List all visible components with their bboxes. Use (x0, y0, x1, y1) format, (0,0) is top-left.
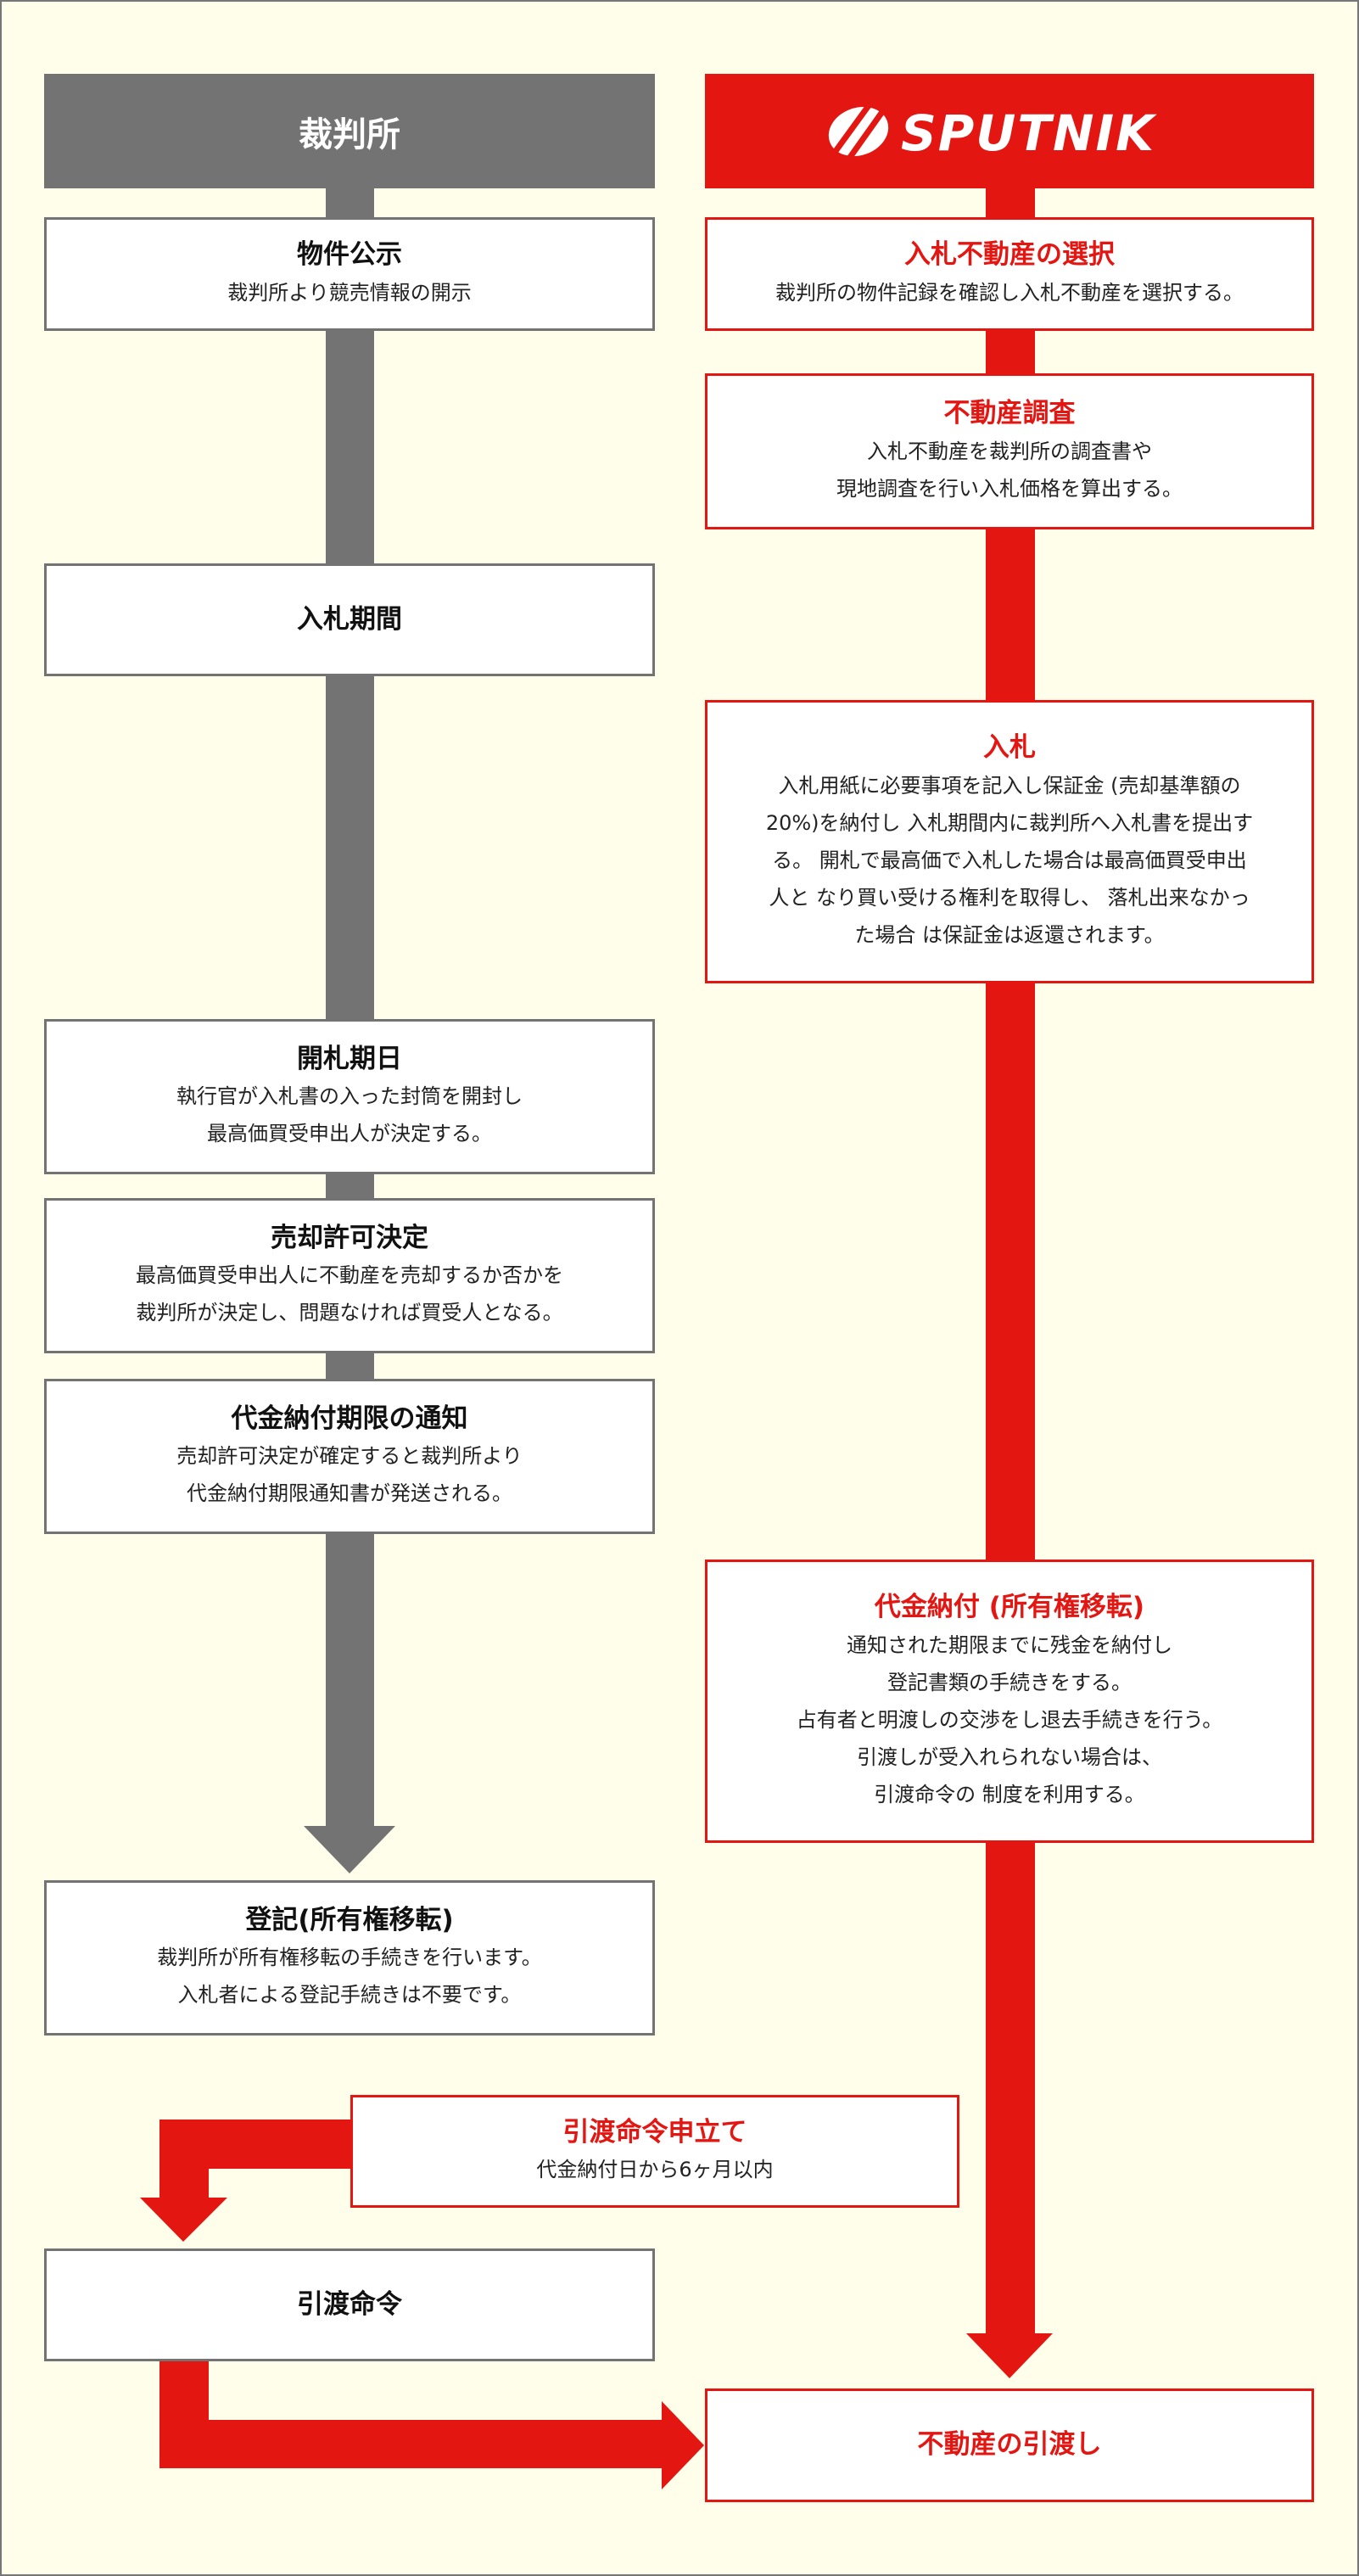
step-desc: 占有者と明渡しの交渉をし退去手続きを行う。 (796, 1707, 1223, 1732)
step-desc: 引渡しが受入れられない場合は、 (857, 1744, 1162, 1769)
court-step-delivery-order: 引渡命令 (44, 2248, 655, 2361)
step-desc: 通知された期限までに残金を納付し (847, 1632, 1172, 1657)
step-desc: 代金納付日から6ヶ月以内 (536, 2158, 774, 2182)
step-desc: 代金納付期限通知書が発送される。 (187, 1481, 512, 1506)
brand-step-select-property: 入札不動産の選択 裁判所の物件記録を確認し入札不動産を選択する。 (705, 217, 1314, 331)
step-title: 代金納付期限の通知 (231, 1403, 468, 1434)
court-header: 裁判所 (44, 74, 655, 188)
step-title: 引渡命令申立て (562, 2116, 747, 2148)
step-title: 開札期日 (297, 1043, 402, 1074)
step-desc: 人と なり買い受ける権利を取得し、 落札出来なかっ (769, 885, 1250, 910)
court-step-sale-permission: 売却許可決定 最高価買受申出人に不動産を売却するか否かを 裁判所が決定し、問題な… (44, 1198, 655, 1353)
court-arrowhead (304, 1826, 395, 1873)
brand-step-payment: 代金納付 (所有権移転) 通知された期限までに残金を納付し 登記書類の手続きをす… (705, 1560, 1314, 1843)
step-title: 代金納付 (所有権移転) (874, 1592, 1145, 1623)
step-desc: 入札用紙に必要事項を記入し保証金 (売却基準額の (778, 773, 1241, 798)
brand-step-property-survey: 不動産調査 入札不動産を裁判所の調査書や 現地調査を行い入札価格を算出する。 (705, 373, 1314, 529)
step-desc: 裁判所の物件記録を確認し入札不動産を選択する。 (775, 280, 1244, 305)
step-title: 入札期間 (297, 603, 402, 635)
step-title: 不動産調査 (943, 398, 1076, 429)
brand-header: SPUTNIK (705, 74, 1314, 188)
step-desc: 引渡命令の 制度を利用する。 (874, 1782, 1145, 1806)
step-desc: 入札不動産を裁判所の調査書や (867, 439, 1152, 463)
court-header-label: 裁判所 (299, 115, 400, 154)
step-desc: 裁判所が決定し、問題なければ買受人となる。 (136, 1301, 563, 1325)
step-title: 入札不動産の選択 (904, 239, 1115, 271)
svg-text:SPUTNIK: SPUTNIK (901, 104, 1157, 162)
brand-flow-line (986, 188, 1035, 2335)
court-step-bidding-period: 入札期間 (44, 563, 655, 676)
step-desc: 最高価買受申出人が決定する。 (207, 1122, 492, 1146)
step-title: 売却許可決定 (271, 1222, 428, 1253)
order-request-arrow-v (159, 2120, 209, 2199)
step-desc: 最高価買受申出人に不動産を売却するか否かを (136, 1263, 563, 1288)
court-flow-line (326, 188, 374, 1828)
step-desc: 売却許可決定が確定すると裁判所より (176, 1444, 523, 1469)
court-step-property-notice: 物件公示 裁判所より競売情報の開示 (44, 217, 655, 331)
step-desc: 20%)を納付し 入札期間内に裁判所へ入札書を提出す (765, 810, 1254, 835)
brand-step-property-handover: 不動産の引渡し (705, 2388, 1314, 2502)
step-title: 物件公示 (297, 239, 402, 271)
step-title: 不動産の引渡し (917, 2429, 1102, 2461)
court-step-payment-notice: 代金納付期限の通知 売却許可決定が確定すると裁判所より 代金納付期限通知書が発送… (44, 1379, 655, 1534)
step-desc: 裁判所が所有権移転の手続きを行います。 (157, 1946, 542, 1970)
step-desc: 現地調査を行い入札価格を算出する。 (836, 476, 1183, 501)
step-desc: 入札者による登記手続きは不要です。 (177, 1983, 522, 2008)
order-request-arrowhead (140, 2198, 227, 2242)
step-title: 登記(所有権移転) (245, 1904, 454, 1935)
brand-arrowhead (966, 2333, 1053, 2378)
court-step-opening-date: 開札期日 執行官が入札書の入った封筒を開封し 最高価買受申出人が決定する。 (44, 1019, 655, 1174)
delivery-arrow-h (159, 2420, 663, 2468)
step-title: 引渡命令 (297, 2288, 402, 2320)
step-title: 入札 (983, 732, 1036, 764)
brand-step-delivery-order-request: 引渡命令申立て 代金納付日から6ヶ月以内 (350, 2095, 959, 2208)
step-desc: る。 開札で最高価で入札した場合は最高価買受申出 (772, 848, 1247, 872)
delivery-arrowhead (662, 2401, 704, 2489)
step-desc: 登記書類の手続きをする。 (887, 1670, 1132, 1694)
court-step-registration: 登記(所有権移転) 裁判所が所有権移転の手続きを行います。 入札者による登記手続… (44, 1880, 655, 2036)
step-desc: 裁判所より競売情報の開示 (227, 280, 472, 305)
sputnik-logo: SPUTNIK (828, 102, 1157, 164)
step-desc: 執行官が入札書の入った封筒を開封し (176, 1084, 523, 1109)
brand-step-bidding: 入札 入札用紙に必要事項を記入し保証金 (売却基準額の 20%)を納付し 入札期… (705, 700, 1314, 983)
step-desc: た場合 は保証金は返還されます。 (854, 922, 1165, 947)
